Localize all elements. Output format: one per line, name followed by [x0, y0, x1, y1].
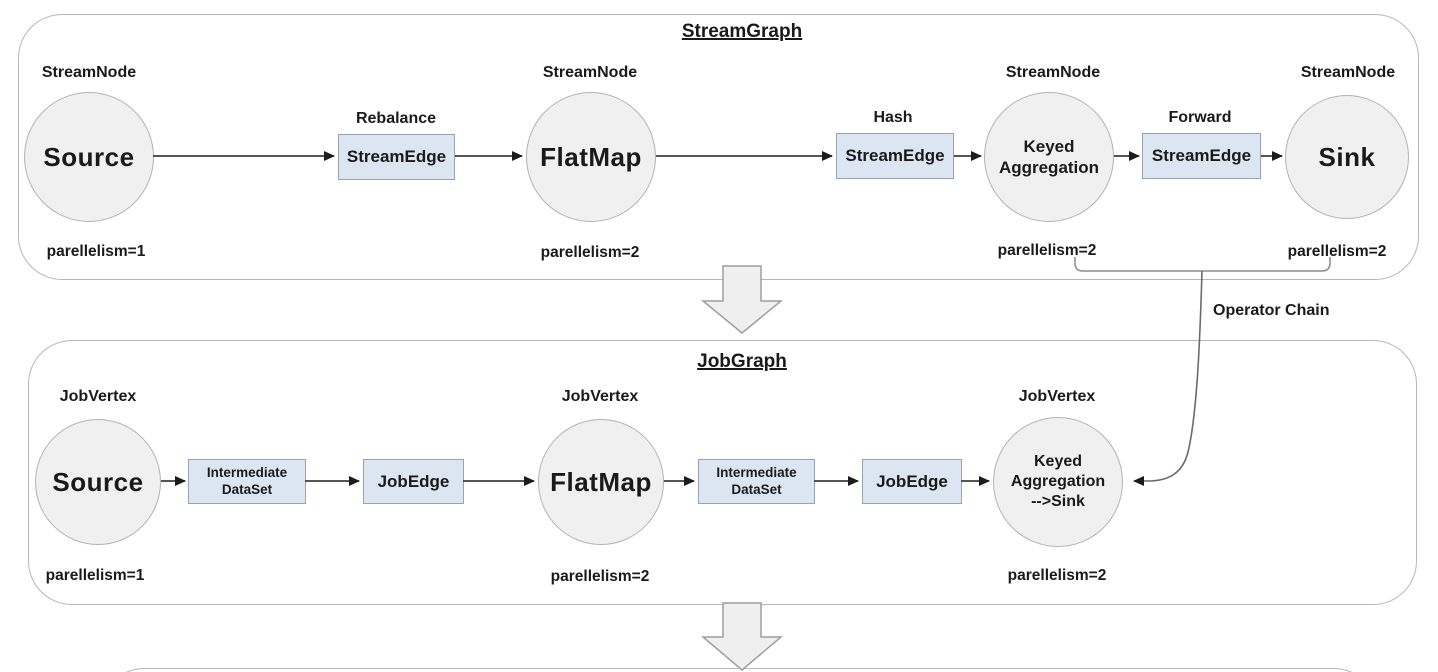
- streamedge-box: StreamEdge: [338, 134, 455, 180]
- intermediate-dataset-box: Intermediate DataSet: [188, 459, 306, 504]
- down-block-arrow-2: [700, 602, 784, 671]
- job-vertex-flatmap: FlatMap: [538, 419, 664, 545]
- parallelism-label: parellelism=2: [1287, 243, 1387, 260]
- parallelism-label: parellelism=1: [46, 243, 146, 260]
- stream-node-flatmap: FlatMap: [526, 92, 656, 222]
- partition-label-rebalance: Rebalance: [355, 110, 437, 127]
- streamedge-box: StreamEdge: [836, 133, 954, 179]
- job-vertex-keyed-aggregation-sink: Keyed Aggregation -->Sink: [993, 417, 1123, 547]
- parallelism-label: parellelism=2: [550, 568, 650, 585]
- streamnode-label: StreamNode: [1005, 64, 1101, 81]
- jobedge-box: JobEdge: [363, 459, 464, 504]
- streamedge-box: StreamEdge: [1142, 133, 1261, 179]
- jobvertex-label: JobVertex: [561, 388, 639, 405]
- jobvertex-label: JobVertex: [59, 388, 137, 405]
- stream-node-keyed-aggregation: Keyed Aggregation: [984, 92, 1114, 222]
- jobvertex-label: JobVertex: [1018, 388, 1096, 405]
- streamnode-label: StreamNode: [542, 64, 638, 81]
- parallelism-label: parellelism=2: [540, 244, 640, 261]
- job-vertex-source: Source: [35, 419, 161, 545]
- executiongraph-container-partial: [100, 668, 1378, 672]
- streamnode-label: StreamNode: [1300, 64, 1396, 81]
- stream-node-source: Source: [24, 92, 154, 222]
- partition-label-forward: Forward: [1168, 109, 1232, 126]
- jobgraph-title: JobGraph: [697, 351, 787, 372]
- parallelism-label: parellelism=1: [45, 567, 145, 584]
- operator-chain-label: Operator Chain: [1213, 302, 1330, 319]
- partition-label-hash: Hash: [873, 109, 913, 126]
- parallelism-label: parellelism=2: [1007, 567, 1107, 584]
- intermediate-dataset-box: Intermediate DataSet: [698, 459, 815, 504]
- parallelism-label: parellelism=2: [997, 242, 1097, 259]
- jobedge-box: JobEdge: [862, 459, 962, 504]
- streamgraph-title: StreamGraph: [681, 21, 803, 42]
- streamnode-label: StreamNode: [41, 64, 137, 81]
- stream-node-sink: Sink: [1285, 95, 1409, 219]
